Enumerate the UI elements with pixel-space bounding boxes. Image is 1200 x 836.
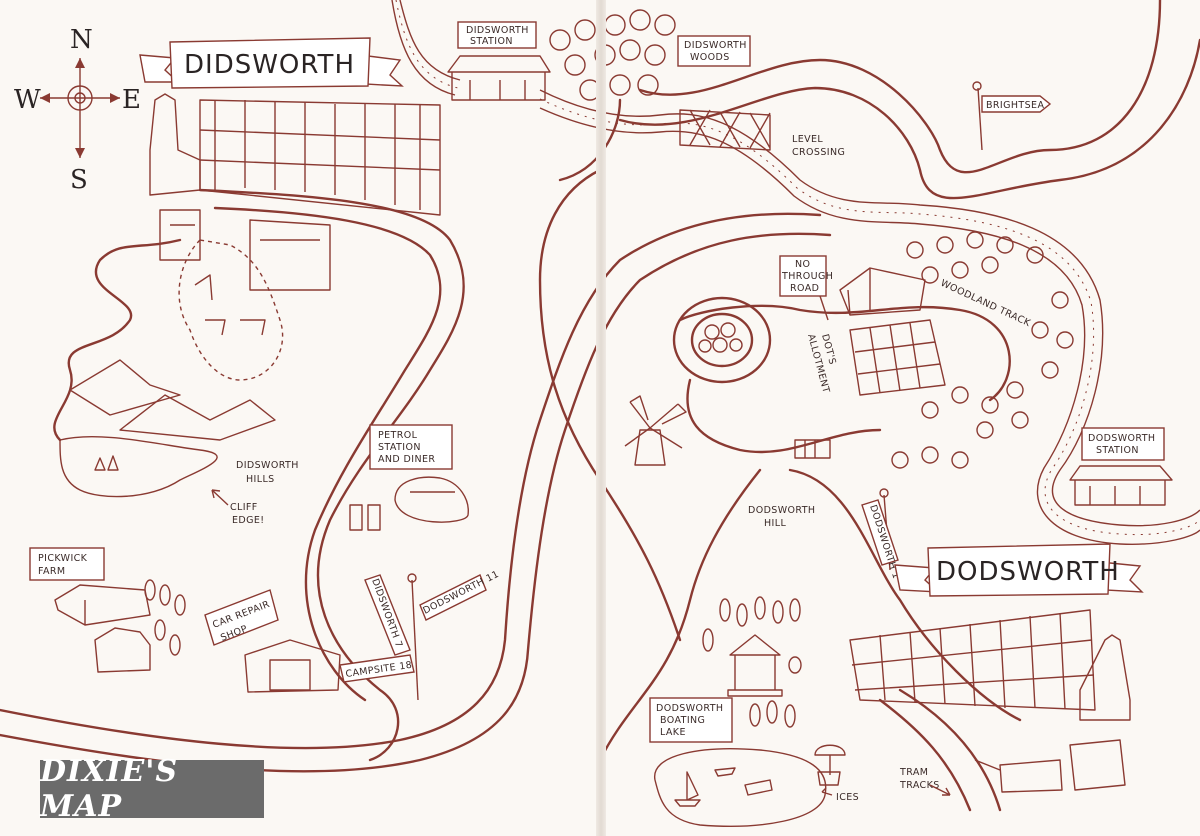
no-through-road-sign: NO THROUGH ROAD bbox=[779, 255, 833, 321]
lake-label-3: LAKE bbox=[660, 727, 686, 738]
cliff-edge-label-1: CLIFF bbox=[230, 502, 258, 513]
windmill bbox=[624, 395, 687, 466]
road-dodsworth-hill bbox=[598, 468, 1022, 762]
dodsworth-station: DODSWORTH STATION bbox=[1069, 427, 1173, 506]
boating-lake: DODSWORTH BOATING LAKE bbox=[649, 697, 827, 827]
compass: N S W E bbox=[14, 25, 141, 195]
petrol-label-3: AND DINER bbox=[378, 454, 435, 465]
dodsworth-hill-label-2: HILL bbox=[764, 518, 786, 529]
signpost: DIDSWORTH 7 DODSWORTH 11 CAMPSITE 18 bbox=[339, 569, 501, 701]
park bbox=[178, 239, 284, 381]
sign-dodsworth-label: DODSWORTH 11 bbox=[421, 569, 501, 617]
dodsworth-hill-label-1: DODSWORTH bbox=[748, 505, 815, 516]
didsworth-hills: DIDSWORTH HILLS CLIFF EDGE! bbox=[59, 359, 299, 526]
petrol-label-1: PETROL bbox=[378, 430, 418, 441]
didsworth-station-label-2: STATION bbox=[470, 36, 513, 47]
pickwick-farm-label-2: FARM bbox=[38, 566, 66, 577]
woodland: WOODLAND TRACK bbox=[891, 231, 1074, 469]
tram-arrow bbox=[929, 784, 951, 796]
compass-e: E bbox=[122, 85, 141, 115]
dodsworth-banner: DODSWORTH bbox=[894, 543, 1144, 597]
dodsworth-station-label-2: STATION bbox=[1096, 445, 1139, 456]
brightsea-sign: BRIGHTSEA bbox=[972, 81, 1052, 151]
level-crossing-label-2: CROSSING bbox=[792, 147, 845, 158]
cliff-edge-label-2: EDGE! bbox=[232, 515, 265, 526]
didsworth-town bbox=[149, 93, 441, 291]
roads bbox=[0, 0, 1200, 812]
road-north-loop-inner bbox=[618, 38, 1200, 200]
pickwick-farm-label-1: PICKWICK bbox=[38, 553, 88, 564]
level-crossing bbox=[679, 109, 771, 151]
railway bbox=[391, 0, 1200, 545]
petrol-label-2: STATION bbox=[378, 442, 421, 453]
dodsworth-station-label-1: DODSWORTH bbox=[1088, 433, 1155, 444]
level-crossing-label-1: LEVEL bbox=[792, 134, 823, 145]
didsworth-station: DIDSWORTH STATION bbox=[447, 21, 551, 101]
dodsworth-town bbox=[849, 609, 1131, 793]
ntr-label-3: ROAD bbox=[790, 283, 819, 294]
railway-sleepers bbox=[395, 0, 1200, 536]
lake-label-1: DODSWORTH bbox=[656, 703, 723, 714]
pickwick-farm: PICKWICK FARM bbox=[29, 547, 186, 673]
didsworth-title: DIDSWORTH bbox=[184, 50, 355, 80]
road-main-curve bbox=[0, 212, 822, 750]
page-gutter bbox=[596, 0, 606, 836]
compass-s: S bbox=[70, 165, 88, 195]
roundabout bbox=[672, 296, 772, 384]
shed bbox=[839, 267, 926, 316]
dots-allotment: DOT'S ALLOTMENT bbox=[805, 319, 946, 396]
gate bbox=[794, 439, 831, 459]
roundabout-trees bbox=[698, 322, 743, 353]
compass-n: N bbox=[70, 25, 93, 55]
car-repair-shop: CAR REPAIR SHOP bbox=[204, 589, 341, 693]
road-north-loop bbox=[638, 0, 1162, 174]
road-central bbox=[538, 98, 682, 642]
compass-w: W bbox=[14, 85, 41, 115]
map-title: DIXIE'S MAP bbox=[40, 754, 264, 824]
ntr-label-2: THROUGH bbox=[781, 271, 833, 282]
woodland-track-label: WOODLAND TRACK bbox=[939, 278, 1033, 330]
petrol-station: PETROL STATION AND DINER bbox=[349, 424, 469, 531]
lake-label-2: BOATING bbox=[660, 715, 705, 726]
didsworth-hills-label-2: HILLS bbox=[246, 474, 275, 485]
didsworth-woods-label-2: WOODS bbox=[690, 52, 730, 63]
didsworth-banner: DIDSWORTH bbox=[139, 37, 404, 89]
road-main-curve-inner bbox=[0, 232, 832, 773]
bandstand bbox=[702, 596, 802, 728]
didsworth-hills-label-1: DIDSWORTH bbox=[236, 460, 299, 471]
road-didsworth-south-inner bbox=[213, 206, 442, 702]
brightsea-label: BRIGHTSEA bbox=[986, 100, 1044, 111]
tram-tracks-label-2: TRACKS bbox=[899, 780, 940, 791]
didsworth-woods: DIDSWORTH WOODS bbox=[549, 9, 751, 101]
roundabout-inner bbox=[690, 312, 754, 368]
road-didsworth-south bbox=[198, 188, 465, 762]
tram-tracks-label-1: TRAM bbox=[899, 767, 928, 778]
ices-label: ICES bbox=[836, 792, 859, 803]
ntr-label-1: NO bbox=[795, 259, 810, 270]
road-west-winding bbox=[53, 238, 182, 442]
didsworth-woods-label-1: DIDSWORTH bbox=[684, 40, 747, 51]
ices-stand: ICES bbox=[814, 744, 859, 803]
road-to-tram bbox=[878, 688, 1002, 812]
didsworth-station-label-1: DIDSWORTH bbox=[466, 25, 529, 36]
dodsworth-title: DODSWORTH bbox=[936, 557, 1120, 587]
sign-didsworth-label: DIDSWORTH 7 bbox=[369, 577, 404, 649]
road-roundabout-links bbox=[678, 304, 1011, 454]
